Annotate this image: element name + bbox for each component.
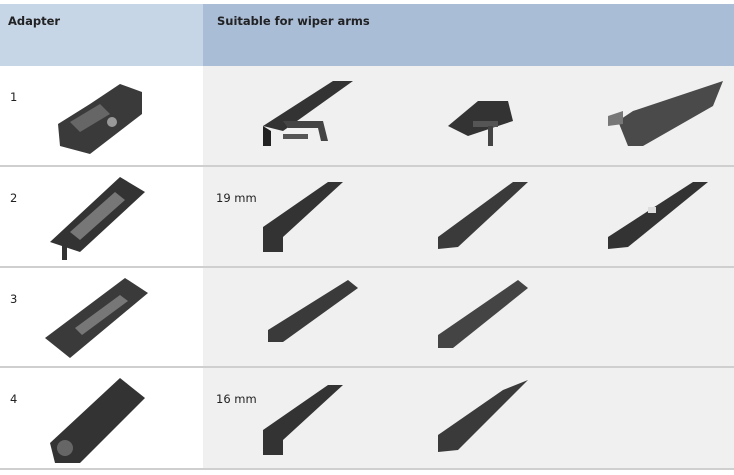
wiper-arm-image — [438, 182, 528, 249]
adapter-number: 3 — [10, 292, 18, 306]
adapter-4-image — [50, 378, 145, 463]
adapter-3-image — [45, 278, 148, 358]
adapter-number: 2 — [10, 191, 18, 205]
wiper-arm-image — [268, 280, 358, 342]
adapter-number: 1 — [10, 90, 18, 104]
wiper-arm-image — [263, 385, 343, 455]
wiper-arm-image — [608, 81, 723, 146]
adapter-2-image — [50, 177, 145, 260]
table-row: 4 16 mm — [0, 368, 734, 470]
table-row: 3 — [0, 268, 734, 368]
wiper-arm-image — [448, 101, 513, 146]
adapter-1-image — [58, 84, 142, 154]
arm-width-label: 16 mm — [216, 392, 257, 406]
header-adapter: Adapter — [0, 4, 203, 66]
wiper-arm-image — [263, 182, 343, 252]
adapter-number: 4 — [10, 392, 18, 406]
wiper-arm-image — [263, 81, 353, 146]
wiper-arm-image — [608, 182, 708, 249]
table-row: 1 — [0, 66, 734, 167]
header-suitable-arms: Suitable for wiper arms — [203, 4, 734, 66]
arm-width-label: 19 mm — [216, 191, 257, 205]
wiper-arm-image — [438, 380, 528, 452]
wiper-arm-image — [438, 280, 528, 348]
table-row: 2 19 mm — [0, 167, 734, 268]
